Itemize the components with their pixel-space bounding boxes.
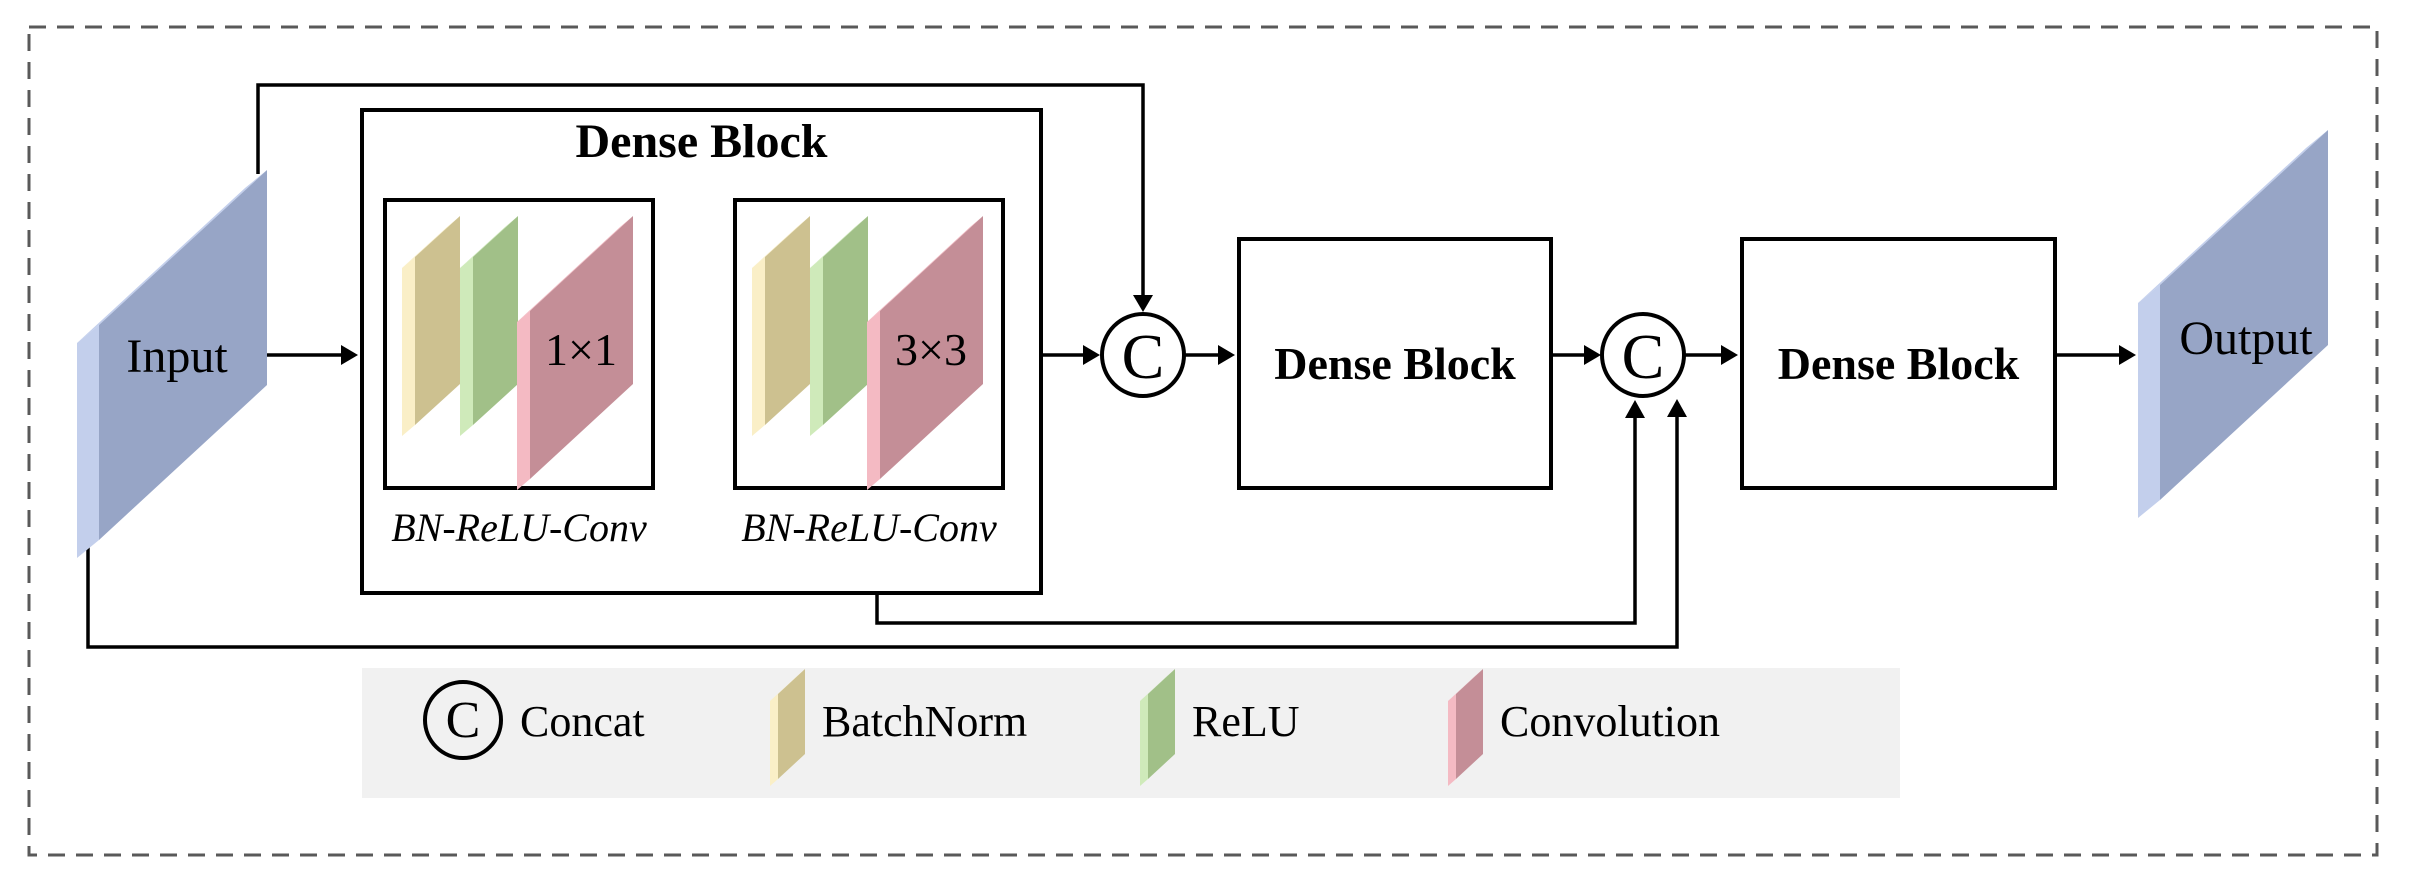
batchnorm-slab-face	[778, 669, 805, 779]
legend-batchnorm-label: BatchNorm	[822, 697, 1028, 746]
conv-slab-top	[517, 216, 633, 322]
concat-symbol: C	[1622, 321, 1665, 392]
batchnorm-slab-side	[402, 257, 415, 436]
batchnorm-slab-side	[752, 257, 765, 436]
legend-bar	[362, 668, 1900, 798]
concat-node-2: C	[1600, 312, 1686, 398]
input-slab-side	[77, 325, 99, 558]
legend-convolution-icon	[1448, 669, 1483, 786]
concat-node-1: C	[1100, 312, 1186, 398]
legend-concat-label: Concat	[520, 697, 645, 746]
dense-block-3-title: Dense Block	[1777, 338, 2020, 389]
conv-slab-face	[880, 216, 983, 479]
relu-slab-face	[473, 216, 518, 425]
batchnorm-slab-top	[770, 669, 805, 701]
arrowhead-right-icon	[341, 345, 358, 365]
arrowhead-right-icon	[1584, 345, 1601, 365]
conv-kernel-3x3-label: 3×3	[895, 324, 967, 375]
conv-slab-top	[1448, 669, 1483, 701]
skip-connection-denseblock1-to-concat2	[875, 417, 1637, 625]
skip-connection-input-to-concat2	[86, 416, 1679, 649]
batchnorm-slab-top	[752, 216, 810, 268]
bn-relu-conv-caption: BN-ReLU-Conv	[741, 505, 997, 550]
arrowhead-right-icon	[1721, 345, 1738, 365]
output-feature-map-icon	[2138, 130, 2328, 518]
conv-slab-side	[517, 311, 530, 490]
concat-symbol: C	[445, 691, 481, 749]
conv-slab-face	[530, 216, 633, 479]
batchnorm-slab-top	[402, 216, 460, 268]
output-label: Output	[2179, 312, 2313, 365]
conv-slab-face	[1456, 669, 1483, 779]
relu-slab-top	[460, 216, 518, 268]
arrowhead-up-icon	[1625, 400, 1645, 418]
conv-kernel-1x1-label: 1×1	[545, 324, 617, 375]
arrowhead-right-icon	[1083, 345, 1100, 365]
legend-concat-icon: C	[423, 680, 503, 760]
flow-lines	[86, 83, 2121, 649]
relu-slab-side	[460, 257, 473, 436]
output-slab-face	[2160, 130, 2328, 500]
relu-slab-top	[810, 216, 868, 268]
batchnorm-slab-face	[415, 216, 460, 425]
bn-relu-conv-layers-icon	[402, 216, 633, 490]
conv-slab-side	[867, 311, 880, 490]
concat-circle-icon	[1600, 312, 1686, 398]
legend-relu-label: ReLU	[1192, 697, 1300, 746]
legend-convolution-label: Convolution	[1500, 697, 1721, 746]
figure-dashed-border	[27, 25, 2379, 857]
conv-slab-side	[1448, 694, 1456, 786]
legend-relu-icon	[1140, 669, 1175, 786]
relu-slab-face	[823, 216, 868, 425]
conv-slab-top	[867, 216, 983, 322]
arrowhead-down-icon	[1133, 295, 1153, 312]
arrowhead-up-icon	[1667, 399, 1687, 417]
dense-block-2-box: Dense Block	[1237, 237, 1553, 490]
relu-slab-face	[1148, 669, 1175, 779]
dense-block-2-title: Dense Block	[1274, 338, 1516, 389]
concat-circle-icon	[1100, 312, 1186, 398]
relu-slab-side	[1140, 694, 1148, 786]
relu-slab-top	[1140, 669, 1175, 701]
input-feature-map-icon	[77, 170, 267, 558]
relu-slab-side	[810, 257, 823, 436]
dense-block-1-title: Dense Block	[575, 115, 828, 168]
input-slab-top	[77, 170, 267, 343]
input-slab-face	[99, 170, 267, 540]
skip-connection-input-to-concat1	[256, 83, 1145, 297]
input-label: Input	[126, 330, 228, 383]
output-slab-side	[2138, 285, 2160, 518]
bn-relu-conv-caption: BN-ReLU-Conv	[391, 505, 647, 550]
batchnorm-slab-face	[765, 216, 810, 425]
output-slab-top	[2138, 130, 2328, 303]
legend-batchnorm-icon	[770, 669, 805, 786]
batchnorm-slab-side	[770, 694, 778, 786]
dense-block-3-box: Dense Block	[1740, 237, 2057, 490]
concat-symbol: C	[1122, 321, 1165, 392]
arrowhead-right-icon	[2119, 345, 2136, 365]
arrowhead-right-icon	[1218, 345, 1235, 365]
bn-relu-conv-layers-icon	[752, 216, 983, 490]
